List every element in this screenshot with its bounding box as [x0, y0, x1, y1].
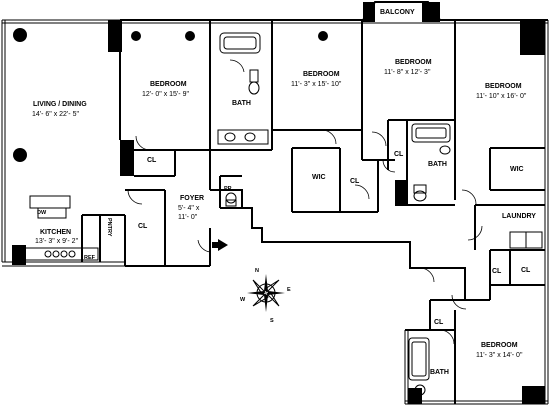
compass-s: S	[270, 318, 274, 324]
foyer-dim1: 5'- 4" x	[178, 205, 200, 212]
wic-bedroom2: WIC	[312, 174, 326, 181]
fixtures	[21, 32, 543, 396]
foyer-name: FOYER	[180, 195, 204, 202]
balcony-label: BALCONY	[380, 9, 415, 16]
cl-bedroom5: CL	[434, 319, 444, 326]
bedroom4-dim: 11'- 10" x 16'- 0"	[476, 93, 527, 100]
pr-label: PR	[224, 186, 232, 192]
bath5-label: BATH	[430, 369, 449, 376]
compass-n: N	[255, 268, 259, 274]
compass-rose-icon: N S E W	[240, 268, 291, 324]
compass-w: W	[240, 297, 246, 303]
kitchen-dim: 13'- 3" x 9'- 2"	[35, 238, 79, 245]
round-columns	[13, 28, 328, 162]
doors	[127, 59, 483, 345]
interior-walls	[81, 20, 545, 404]
bedroom2-name: BEDROOM	[303, 71, 340, 78]
cl-bedroom2: CL	[350, 178, 360, 185]
bedroom3-dim: 11'- 8" x 12'- 3"	[384, 69, 431, 76]
cl-bedroom3: CL	[394, 151, 404, 158]
cl-foyer: CL	[138, 223, 148, 230]
entry-arrow-icon	[212, 239, 228, 251]
pntry-label: PNTRY	[106, 218, 112, 237]
bath3-label: BATH	[428, 161, 447, 168]
bedroom4-name: BEDROOM	[485, 83, 522, 90]
compass-e: E	[287, 287, 291, 293]
bedroom2-dim: 11'- 3" x 15'- 10"	[291, 81, 342, 88]
bedroom1-name: BEDROOM	[150, 81, 187, 88]
columns	[12, 2, 545, 404]
kitchen-name: KITCHEN	[40, 229, 71, 236]
bedroom5-name: BEDROOM	[481, 342, 518, 349]
laundry-label: LAUNDRY	[502, 213, 536, 220]
ref-label: REF	[84, 255, 96, 261]
bedroom5-dim: 11'- 3" x 14'- 0"	[476, 352, 523, 359]
foyer-dim2: 11'- 0"	[178, 214, 198, 221]
wic-bedroom4: WIC	[510, 166, 524, 173]
cl-laundry2: CL	[521, 267, 531, 274]
living-dim: 14'- 6" x 22'- 5"	[32, 111, 79, 118]
living-name: LIVING / DINING	[33, 101, 87, 108]
cl-bedroom1: CL	[147, 157, 157, 164]
room-labels: BALCONY LIVING / DINING 14'- 6" x 22'- 5…	[32, 9, 536, 376]
bedroom1-dim: 12'- 0" x 15'- 9"	[142, 91, 189, 98]
cl-laundry1: CL	[492, 268, 502, 275]
bedroom3-name: BEDROOM	[395, 59, 432, 66]
dw-label: DW	[37, 210, 47, 216]
bath1-label: BATH	[232, 100, 251, 107]
